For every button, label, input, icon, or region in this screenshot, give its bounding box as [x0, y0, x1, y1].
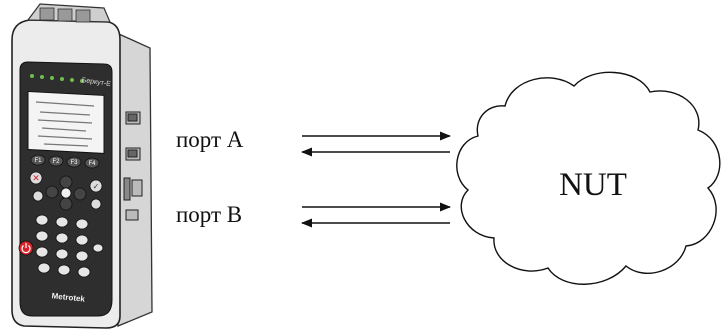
port-b-arrows [300, 202, 452, 228]
status-leds [30, 74, 84, 83]
device-screen [27, 90, 105, 154]
function-keys: F1 F2 F3 F4 [30, 154, 100, 169]
port-a-arrows [300, 131, 452, 157]
side-ports [123, 111, 143, 221]
device-model-label: Беркут-Е [81, 77, 111, 88]
port-b-label: порт В [176, 202, 242, 227]
power-icon [18, 240, 34, 256]
function-key-f1: F1 [34, 158, 42, 164]
function-key-f4: F4 [88, 161, 96, 167]
svg-text:✕: ✕ [32, 173, 40, 183]
device-brand-label: Metrotek [51, 291, 86, 303]
port-a-label: порт А [176, 127, 244, 152]
function-key-f3: F3 [70, 160, 78, 166]
svg-text:✓: ✓ [93, 182, 100, 191]
top-connectors [26, 3, 111, 23]
function-key-f2: F2 [52, 159, 60, 165]
tester-device: Беркут-Е F1 F2 F3 F4 [11, 3, 153, 329]
numeric-keypad [35, 214, 104, 278]
network-cloud: NUT [456, 71, 721, 285]
network-label: NUT [559, 167, 627, 203]
navigation-keys: ✕ ✓ [29, 171, 103, 211]
